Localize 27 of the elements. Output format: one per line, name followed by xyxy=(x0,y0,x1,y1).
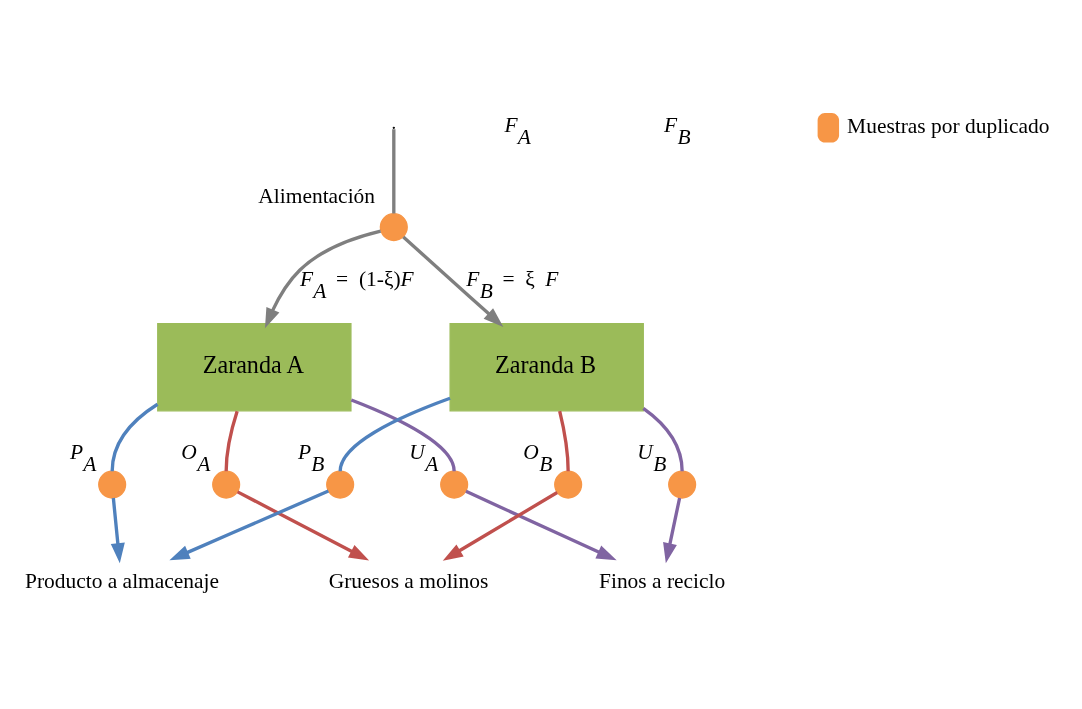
node-circle xyxy=(554,470,583,499)
legend-label: Muestras por duplicado xyxy=(847,113,1050,138)
node-circle xyxy=(668,470,697,499)
arrow xyxy=(442,491,559,561)
arrow xyxy=(465,489,617,561)
node-text: Gruesos a molinos xyxy=(328,568,489,593)
node-box: Zaranda B xyxy=(449,322,644,412)
connector xyxy=(558,410,570,472)
arrow xyxy=(169,489,330,561)
connector xyxy=(110,402,159,472)
node-box: Zaranda A xyxy=(157,322,352,412)
node-circle xyxy=(98,470,127,499)
node-text: Finos a reciclo xyxy=(599,568,726,593)
arrow xyxy=(264,229,382,329)
arrow xyxy=(110,497,125,564)
arrow xyxy=(236,490,370,561)
connector xyxy=(642,406,684,472)
node-circle xyxy=(440,470,469,499)
node-circle xyxy=(326,470,355,499)
node-text: Producto a almacenaje xyxy=(24,568,220,593)
arrow xyxy=(663,497,682,564)
node-label: Alimentación xyxy=(258,183,376,208)
node-circle xyxy=(379,213,408,242)
connector xyxy=(392,129,396,214)
arrow xyxy=(402,235,504,327)
connector xyxy=(224,410,239,472)
node-circle xyxy=(212,470,241,499)
